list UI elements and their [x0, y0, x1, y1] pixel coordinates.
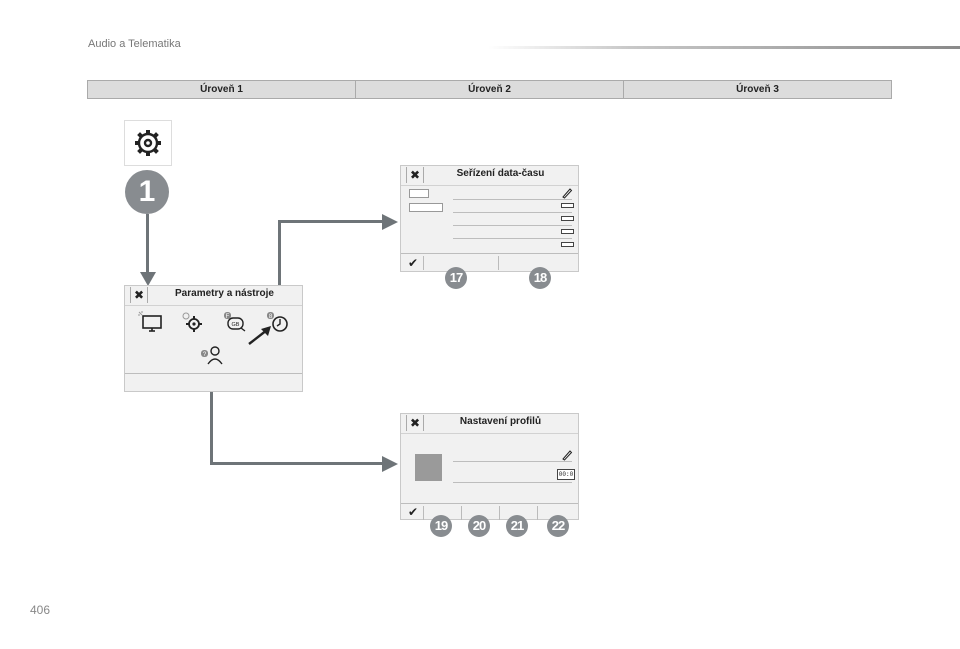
callout-18: 18	[529, 267, 551, 289]
profiles-panel: ✖ Nastavení profilů 00:0 ✔	[400, 413, 579, 520]
callout-20: 20	[468, 515, 490, 537]
footer-separator	[461, 506, 462, 520]
footer-separator	[423, 506, 424, 520]
lang-badge-top: F	[226, 314, 230, 320]
header-rule	[488, 46, 960, 49]
connector-tools-to-datetime-horizontal	[278, 220, 384, 223]
screen-icon[interactable]	[137, 310, 165, 334]
minus-toggle-icon[interactable]	[561, 216, 574, 221]
confirm-check-icon[interactable]: ✔	[408, 505, 419, 519]
callout-19: 19	[430, 515, 452, 537]
profiles-panel-titlebar: ✖ Nastavení profilů	[401, 414, 578, 434]
datetime-panel-title: Seřízení data-času	[456, 168, 545, 179]
step-1-callout: 1	[125, 170, 169, 214]
tools-panel-titlebar: ✖ Parametry a nástroje	[125, 286, 302, 306]
tools-panel-footer-divider	[125, 373, 302, 374]
date-field[interactable]	[409, 189, 429, 198]
close-icon[interactable]: ✖	[130, 287, 148, 303]
close-icon[interactable]: ✖	[406, 167, 424, 183]
footer-separator	[498, 256, 499, 270]
clock-badge: 8	[269, 314, 273, 320]
profile-value-field[interactable]: 00:0	[557, 469, 575, 480]
level-3-label: Úroveň 3	[736, 84, 779, 95]
page-number: 406	[30, 603, 51, 617]
level-2-label: Úroveň 2	[356, 81, 624, 98]
datetime-row-line	[453, 199, 572, 200]
minus-toggle-icon[interactable]	[561, 203, 574, 208]
profile-row-line	[453, 461, 572, 462]
edit-pencil-icon[interactable]	[561, 449, 573, 461]
level-1-label: Úroveň 1	[88, 81, 356, 98]
profile-photo-placeholder[interactable]	[415, 454, 442, 481]
gear-icon[interactable]	[179, 310, 205, 334]
close-icon[interactable]: ✖	[406, 415, 424, 431]
footer-separator	[537, 506, 538, 520]
profile-badge: ?	[203, 352, 207, 358]
footer-separator	[423, 256, 424, 270]
connector-tools-to-profiles-vertical	[210, 360, 213, 464]
language-icon[interactable]: F GB	[221, 310, 249, 334]
footer-separator	[499, 506, 500, 520]
tools-panel-title: Parametry a nástroje	[175, 288, 274, 299]
gear-icon	[135, 130, 161, 156]
callout-17: 17	[445, 267, 467, 289]
minus-toggle-icon[interactable]	[561, 229, 574, 234]
connector-step1-to-tools	[146, 214, 149, 276]
arrow-head-down	[140, 272, 156, 286]
running-header: Audio a Telematika	[88, 38, 181, 50]
edit-pencil-icon[interactable]	[561, 187, 573, 199]
datetime-row-line	[453, 238, 572, 239]
user-profile-icon[interactable]: ?	[199, 344, 227, 368]
tools-panel: ✖ Parametry a nástroje F GB 8 ?	[124, 285, 303, 392]
pointer-arrow-icon	[248, 326, 271, 345]
connector-tools-to-profiles-horizontal	[210, 462, 384, 465]
time-field[interactable]	[409, 203, 443, 212]
profiles-footer-divider	[401, 503, 578, 504]
datetime-footer-divider	[401, 253, 578, 254]
step-1-number: 1	[138, 175, 156, 208]
lang-badge-bottom: GB	[232, 322, 240, 328]
arrow-head-right	[382, 456, 398, 472]
callout-21: 21	[506, 515, 528, 537]
datetime-panel-titlebar: ✖ Seřízení data-času	[401, 166, 578, 186]
level-header-bar: Úroveň 1 Úroveň 2 Úroveň 3	[87, 80, 892, 99]
datetime-row-line	[453, 212, 572, 213]
profiles-panel-title: Nastavení profilů	[459, 416, 542, 427]
callout-22: 22	[547, 515, 569, 537]
arrow-head-right	[382, 214, 398, 230]
settings-icon-box[interactable]	[124, 120, 172, 166]
datetime-panel: ✖ Seřízení data-času ✔	[400, 165, 579, 272]
datetime-row-line	[453, 225, 572, 226]
minus-toggle-icon[interactable]	[561, 242, 574, 247]
connector-tools-to-datetime-vertical	[278, 220, 281, 304]
profile-row-line	[453, 482, 572, 483]
confirm-check-icon[interactable]: ✔	[408, 256, 419, 270]
clock-icon[interactable]: 8	[265, 310, 293, 334]
